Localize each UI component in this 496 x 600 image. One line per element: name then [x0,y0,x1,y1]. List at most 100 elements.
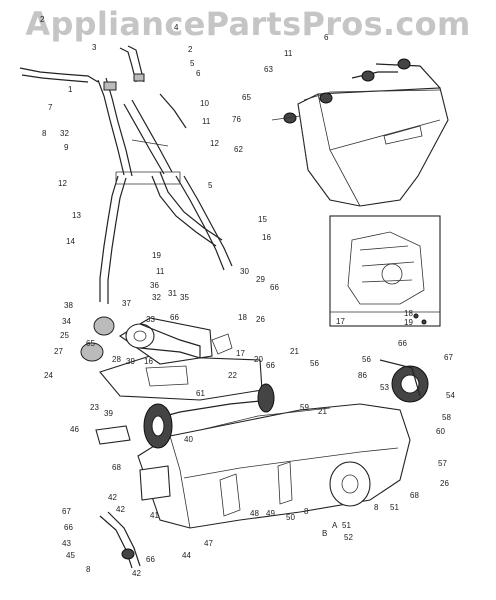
callout-label: 14 [66,237,75,246]
handle-assembly [19,45,233,304]
callout-label: 42 [116,505,125,514]
callout-label: 54 [446,391,455,400]
callout-label: 17 [236,349,245,358]
callout-label: 2 [188,45,193,54]
callout-label: 66 [266,361,275,370]
callout-label: 30 [240,267,249,276]
callout-label: 45 [66,551,75,560]
inset-label-19: 19 [404,318,413,327]
inset-label-17: 17 [336,317,345,326]
callout-label: 28 [112,355,121,364]
callout-label: 66 [398,339,407,348]
callout-label: 26 [440,479,449,488]
callout-label: 40 [184,435,193,444]
callout-label: 21 [290,347,299,356]
callout-label: 44 [182,551,191,560]
callout-label: 26 [256,315,265,324]
callout-label: 39 [104,409,113,418]
callout-label: 3 [92,43,97,52]
callout-label: 12 [58,179,67,188]
callout-label: 86 [358,371,367,380]
callout-label: 35 [180,293,189,302]
callout-label: 2 [40,15,45,24]
callout-label: 32 [152,293,161,302]
callout-label: 18 [238,313,247,322]
callout-label: 33 [146,315,155,324]
callout-label: 5 [190,59,195,68]
callout-label: 41 [150,511,159,520]
callout-label: 62 [234,145,243,154]
callout-label: 57 [438,459,447,468]
callout-label: 66 [64,523,73,532]
callout-label: 5 [208,181,213,190]
callout-label: 9 [64,143,69,152]
inset-label-18: 18 [404,309,413,318]
callout-label: 56 [310,359,319,368]
callout-label: 8 [374,503,379,512]
callout-label: 43 [62,539,71,548]
callout-label: B [322,529,327,538]
callout-label: 34 [62,317,71,326]
callout-label: 76 [232,115,241,124]
callout-label: 29 [256,275,265,284]
callout-label: 58 [442,413,451,422]
callout-label: 13 [72,211,81,220]
callout-label: 10 [200,99,209,108]
callout-label: 31 [168,289,177,298]
callout-label: 11 [156,267,165,276]
callout-label: 66 [146,555,155,564]
callout-label: 42 [108,493,117,502]
callout-label: 49 [266,509,275,518]
callout-label: 60 [436,427,445,436]
callout-label: 68 [410,491,419,500]
callout-label: 4 [174,23,179,32]
callout-label: 8 [86,565,91,574]
callout-label: 7 [48,103,53,112]
callout-label: 51 [342,521,351,530]
callout-labels: 2 3 4 2 5 6 1 7 8 32 9 10 11 12 12 13 5 … [40,15,455,578]
callout-label: 8 [42,129,47,138]
callout-label: 1 [68,85,73,94]
callout-label: 67 [444,353,453,362]
callout-label: 11 [202,117,211,126]
callout-label: 47 [204,539,213,548]
callout-label: 59 [300,403,309,412]
callout-label: 53 [380,383,389,392]
watermark: AppliancePartsPros.com [25,5,471,43]
callout-label: 22 [228,371,237,380]
callout-label: 36 [150,281,159,290]
callout-label: 8 [304,507,309,516]
callout-label: 27 [54,347,63,356]
callout-label: 24 [44,371,53,380]
callout-label: 66 [270,283,279,292]
callout-label: 37 [122,299,131,308]
deck-assembly [80,316,263,401]
callout-label: 23 [90,403,99,412]
callout-label: 52 [344,533,353,542]
callout-label: 12 [210,139,219,148]
callout-label: 21 [318,407,327,416]
callout-label: 20 [254,355,263,364]
callout-label: 50 [286,513,295,522]
callout-label: 68 [112,463,121,472]
callout-label: 19 [152,251,161,260]
callout-label: 61 [196,389,205,398]
callout-label: 25 [60,331,69,340]
callout-label: 65 [242,93,251,102]
callout-label: 38 [64,301,73,310]
callout-label: 39 [126,357,135,366]
callout-label: 51 [390,503,399,512]
callout-label: 6 [196,69,201,78]
callout-label: 11 [284,49,293,58]
callout-label: A [332,521,338,530]
auger-housing [95,359,429,569]
callout-label: 32 [60,129,69,138]
callout-label: 16 [144,357,153,366]
callout-label: 67 [62,507,71,516]
callout-label: 46 [70,425,79,434]
callout-label: 6 [324,33,329,42]
callout-label: 42 [132,569,141,578]
discharge-chute [271,58,449,207]
